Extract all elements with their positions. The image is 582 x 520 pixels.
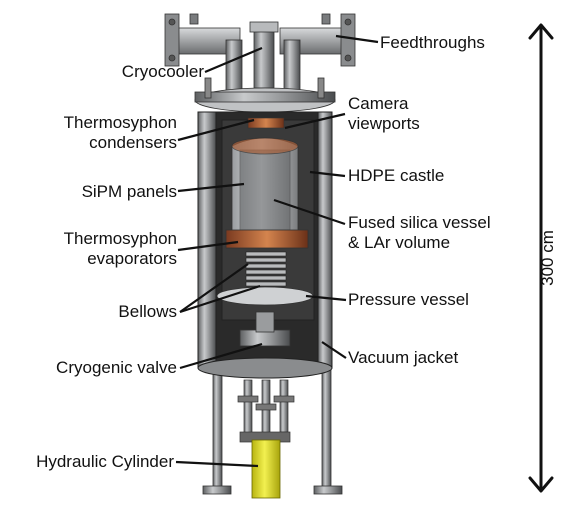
leader-pressure-vessel (305, 294, 347, 302)
leader-camera-viewports (284, 112, 346, 130)
leader-sipm-panels (177, 182, 245, 193)
leader-lines (175, 34, 379, 468)
label-hdpe-castle: HDPE castle (348, 166, 445, 185)
label-fused-silica-vessel-line1: Fused silica vessel (348, 213, 491, 232)
label-camera-viewports-line2: viewports (348, 114, 420, 133)
leader-cryocooler (204, 46, 263, 74)
leader-feedthroughs (335, 34, 379, 44)
leader-hydraulic-cylinder (175, 460, 259, 468)
label-thermosyphon-evaporators: Thermosyphon evaporators (20, 229, 177, 269)
scale-label: 300 cm (538, 230, 557, 286)
hydraulic-cylinder-shape (251, 439, 281, 499)
leader-thermosyphon-condensers (177, 118, 255, 142)
feedthrough-pipes (164, 13, 356, 96)
label-fused-silica-vessel: Fused silica vessel & LAr volume (348, 213, 491, 253)
label-feedthroughs: Feedthroughs (380, 33, 485, 52)
label-thermosyphon-condensers-line1: Thermosyphon (63, 113, 177, 132)
leader-vacuum-jacket (321, 341, 347, 359)
label-thermosyphon-evaporators-line1: Thermosyphon (63, 229, 177, 248)
leader-fused-silica-vessel (273, 198, 346, 226)
fused-silica-vessel-shape (231, 137, 299, 233)
leader-thermosyphon-evaporators (177, 240, 239, 252)
label-camera-viewports-line1: Camera (348, 94, 409, 113)
condenser-ring (247, 117, 285, 129)
leader-bellows-2 (179, 284, 261, 314)
label-camera-viewports: Camera viewports (348, 94, 420, 134)
lower-piping (237, 379, 295, 443)
cryogenic-valve-shape (239, 311, 291, 347)
cryocooler-unit (249, 21, 279, 89)
label-thermosyphon-condensers: Thermosyphon condensers (20, 113, 177, 153)
label-thermosyphon-evaporators-line2: evaporators (87, 249, 177, 268)
label-bellows: Bellows (118, 302, 177, 321)
top-flange (194, 77, 336, 113)
label-fused-silica-vessel-line2: & LAr volume (348, 233, 451, 252)
label-cryogenic-valve: Cryogenic valve (56, 358, 177, 377)
leader-bellows-1 (179, 263, 249, 313)
leader-cryogenic-valve (179, 342, 263, 370)
leader-hdpe-castle (309, 170, 346, 178)
label-sipm-panels: SiPM panels (81, 182, 177, 201)
label-cryocooler: Cryocooler (121, 62, 204, 81)
label-pressure-vessel: Pressure vessel (348, 290, 469, 309)
label-thermosyphon-condensers-line2: condensers (89, 133, 177, 152)
bellows-shape (245, 251, 287, 287)
evaporator-band (225, 229, 309, 249)
scale-arrow (528, 23, 554, 493)
label-vacuum-jacket: Vacuum jacket (348, 348, 459, 367)
label-hydraulic-cylinder: Hydraulic Cylinder (36, 452, 174, 471)
